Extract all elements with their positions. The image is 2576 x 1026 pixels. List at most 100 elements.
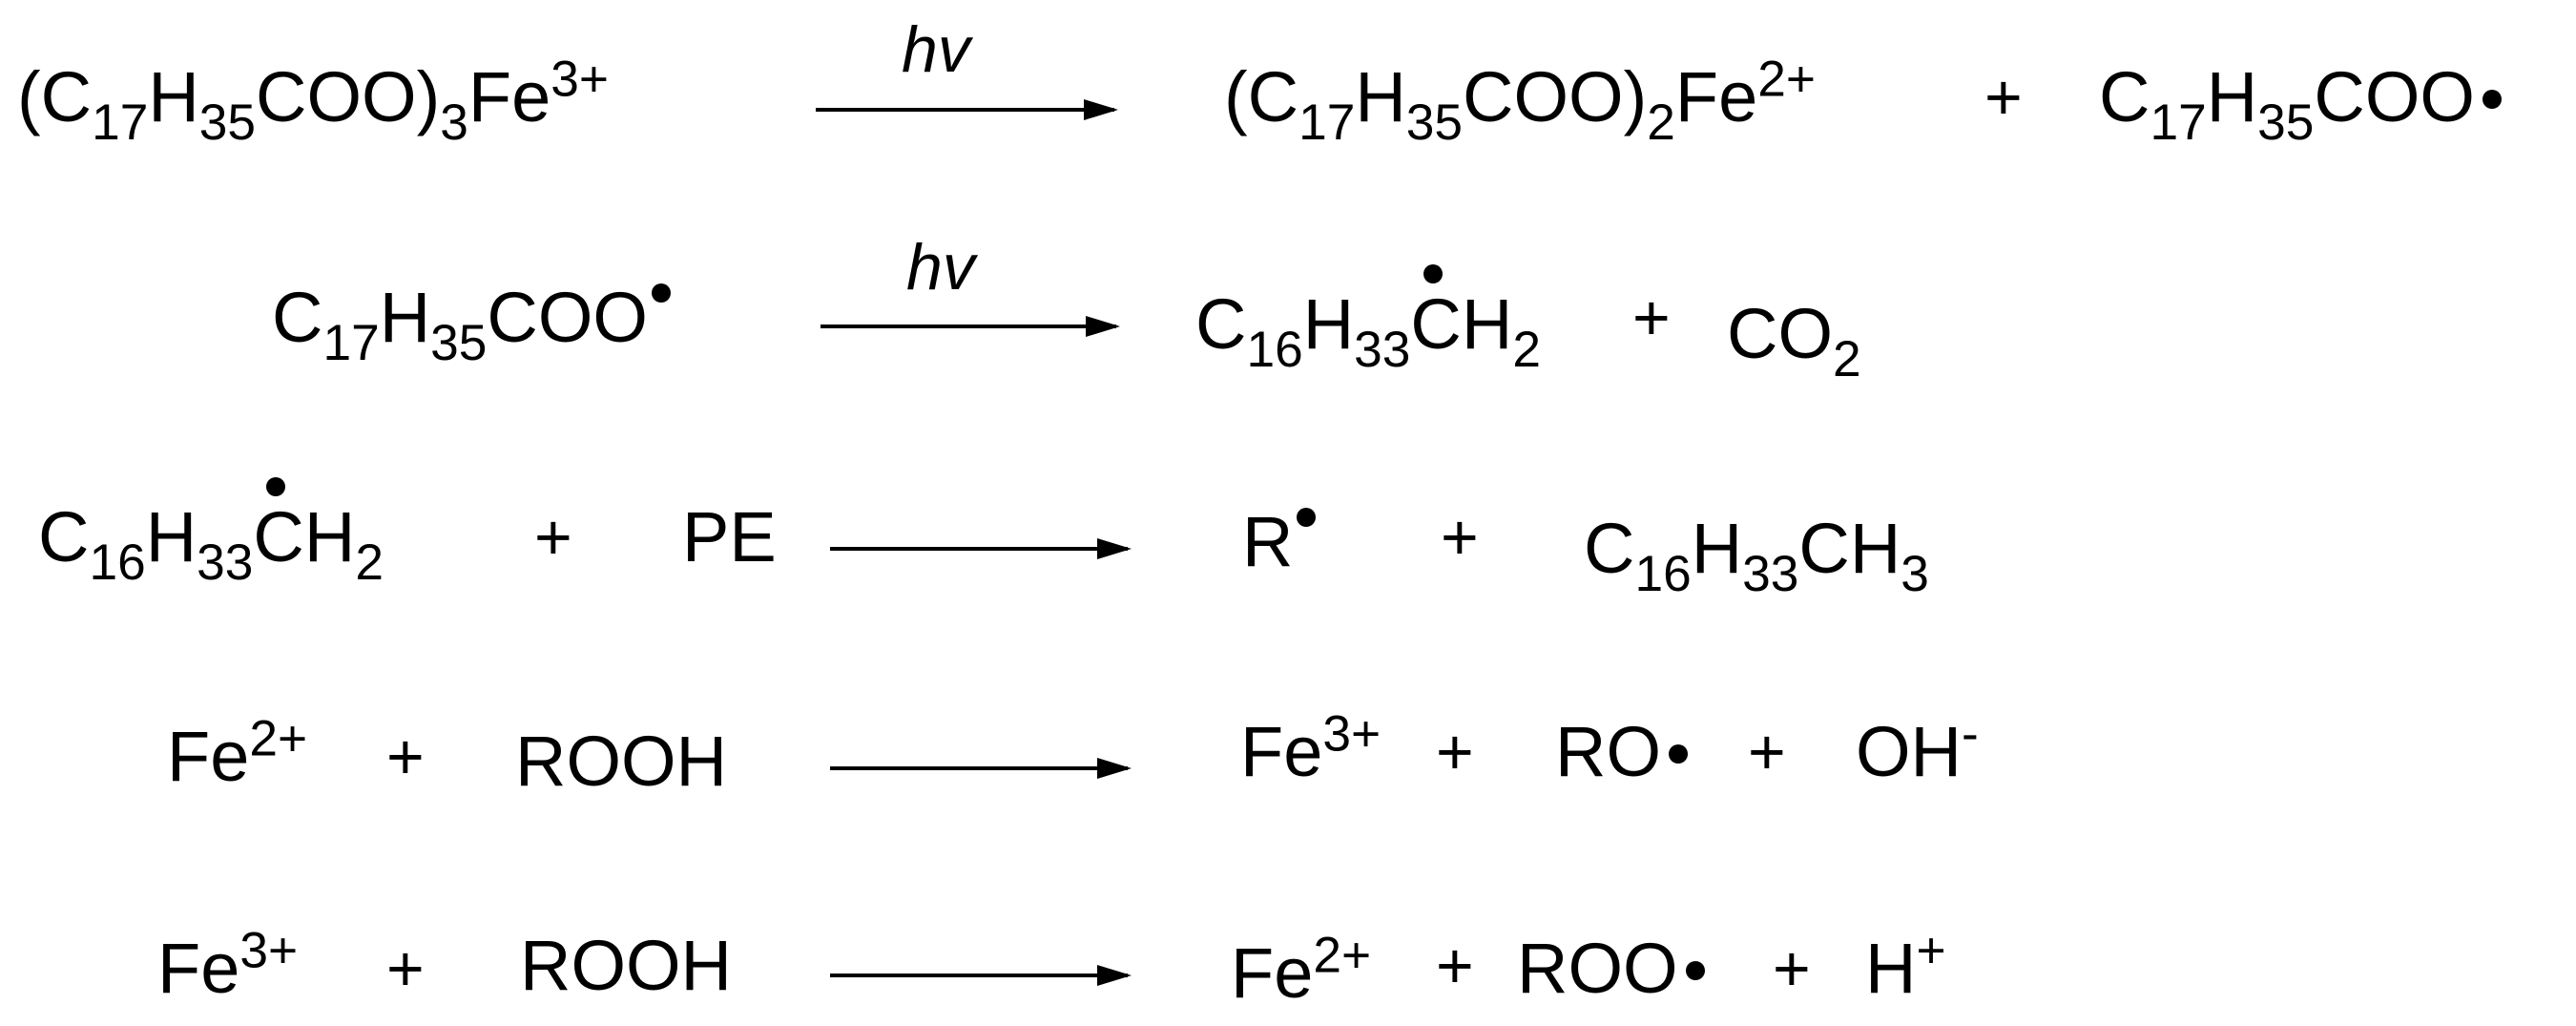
formula-part: C (253, 497, 304, 576)
formula-part: H (1302, 284, 1355, 364)
subscript: 16 (89, 534, 146, 592)
ferrous-ion-product: Fe2+ (1231, 930, 1371, 1009)
radical-dot (266, 477, 286, 496)
charge-superscript: 3+ (1322, 705, 1381, 763)
subscript: 33 (1742, 546, 1799, 603)
formula-part: Fe (1240, 712, 1323, 791)
ferric-ion-reactant: Fe3+ (157, 925, 298, 1004)
formula-part: H (1865, 929, 1917, 1008)
formula-part: H (303, 497, 356, 576)
alkoxy-radical-product: RO (1555, 717, 1688, 787)
radical-dot (2482, 89, 2502, 109)
formula-part: C (1410, 284, 1462, 364)
charge-superscript: 2+ (1313, 927, 1372, 984)
subscript: 17 (92, 94, 149, 152)
subscript: 17 (2150, 94, 2207, 152)
charge-superscript: + (1916, 922, 1946, 979)
formula-part: Fe (157, 929, 240, 1008)
formula-part: CH (1798, 509, 1901, 588)
stearoyloxy-radical-product: C17H35COO (2099, 62, 2502, 148)
formula-part: COO) (256, 57, 441, 136)
radical-dot (1423, 264, 1444, 283)
subscript: 35 (1405, 94, 1464, 152)
formula-part: H (148, 57, 199, 136)
subscript: 16 (1634, 546, 1692, 603)
formula-part: C (1195, 284, 1247, 364)
charge-superscript: 2+ (249, 710, 308, 767)
formula-part: ROO (1517, 929, 1678, 1008)
plus-sign: + (1773, 932, 1811, 1005)
subscript: 33 (1354, 322, 1411, 379)
subscript: 2 (355, 534, 384, 592)
plus-sign: + (1984, 61, 2023, 134)
plus-sign: + (1436, 930, 1474, 1002)
formula-part: (C (17, 57, 93, 136)
charge-superscript: 2+ (1757, 51, 1816, 108)
reaction-arrow (821, 316, 1120, 337)
subscript: 3 (440, 94, 468, 152)
reaction-arrow (816, 99, 1118, 120)
formula-part: C (38, 497, 90, 576)
subscript: 35 (430, 315, 488, 372)
subscript: 16 (1246, 322, 1303, 379)
charge-superscript: - (1962, 705, 1979, 763)
plus-sign: + (534, 501, 572, 574)
proton-product: H+ (1865, 925, 1946, 1004)
plus-sign: + (386, 721, 425, 793)
formula-part: OH (1856, 712, 1962, 791)
formula-part: C (1584, 509, 1635, 588)
heptadecane-product: C16H33CH3 (1584, 513, 1929, 600)
radical-dot (1669, 743, 1688, 764)
radical-dot (1297, 508, 1317, 528)
iron-tristearate-reactant: (C17H35COO)3Fe3+ (17, 53, 609, 148)
plus-sign: + (1632, 282, 1671, 354)
formula-part: H (1691, 509, 1743, 588)
ferrous-ion-reactant: Fe2+ (167, 713, 307, 792)
formula-part: H (2206, 57, 2258, 136)
carbon-dioxide-product: CO2 (1727, 299, 1861, 386)
formula-part: H (1355, 57, 1406, 136)
radical-carbon: C (253, 477, 304, 573)
peroxy-radical-product: ROO (1517, 933, 1705, 1004)
subscript: 17 (322, 315, 380, 372)
formula-part: C (2099, 57, 2150, 136)
formula-part: Fe (1674, 57, 1758, 136)
charge-superscript: 3+ (551, 51, 609, 108)
formula-part: (C (1224, 57, 1299, 136)
reaction-arrow (830, 758, 1132, 779)
radical-dot (651, 283, 671, 304)
subscript: 2 (1647, 94, 1675, 152)
subscript: 3 (1901, 546, 1929, 603)
subscript: 35 (2257, 94, 2315, 152)
subscript: 2 (1512, 322, 1541, 379)
reaction-arrow (830, 965, 1132, 986)
polymer-radical-product: R (1242, 507, 1317, 577)
ferric-ion-product: Fe3+ (1240, 708, 1381, 787)
formula-part: H (379, 278, 431, 357)
formula-part: Fe (167, 717, 250, 796)
photolysis-condition-label: hv (902, 13, 970, 86)
subscript: 17 (1298, 94, 1356, 152)
hydroperoxide-reactant: ROOH (515, 722, 727, 801)
hydroxide-product: OH- (1856, 708, 1979, 787)
formula-part: H (1461, 284, 1513, 364)
iron-distearate-product: (C17H35COO)2Fe2+ (1224, 53, 1816, 148)
photolysis-condition-label: hv (906, 231, 975, 304)
plus-sign: + (1748, 716, 1786, 788)
formula-part: R (1242, 502, 1294, 581)
radical-dot (1685, 960, 1705, 980)
subscript: 35 (198, 94, 257, 152)
charge-superscript: 3+ (239, 922, 299, 979)
formula-part: CO (1727, 294, 1833, 373)
plus-sign: + (386, 932, 425, 1005)
formula-part: C (272, 278, 323, 357)
formula-part: Fe (467, 57, 551, 136)
reaction-arrow (830, 538, 1132, 559)
hydroperoxide-reactant: ROOH (520, 926, 732, 1005)
formula-part: RO (1555, 712, 1661, 791)
formula-part: COO (487, 278, 648, 357)
formula-part: Fe (1231, 933, 1314, 1013)
